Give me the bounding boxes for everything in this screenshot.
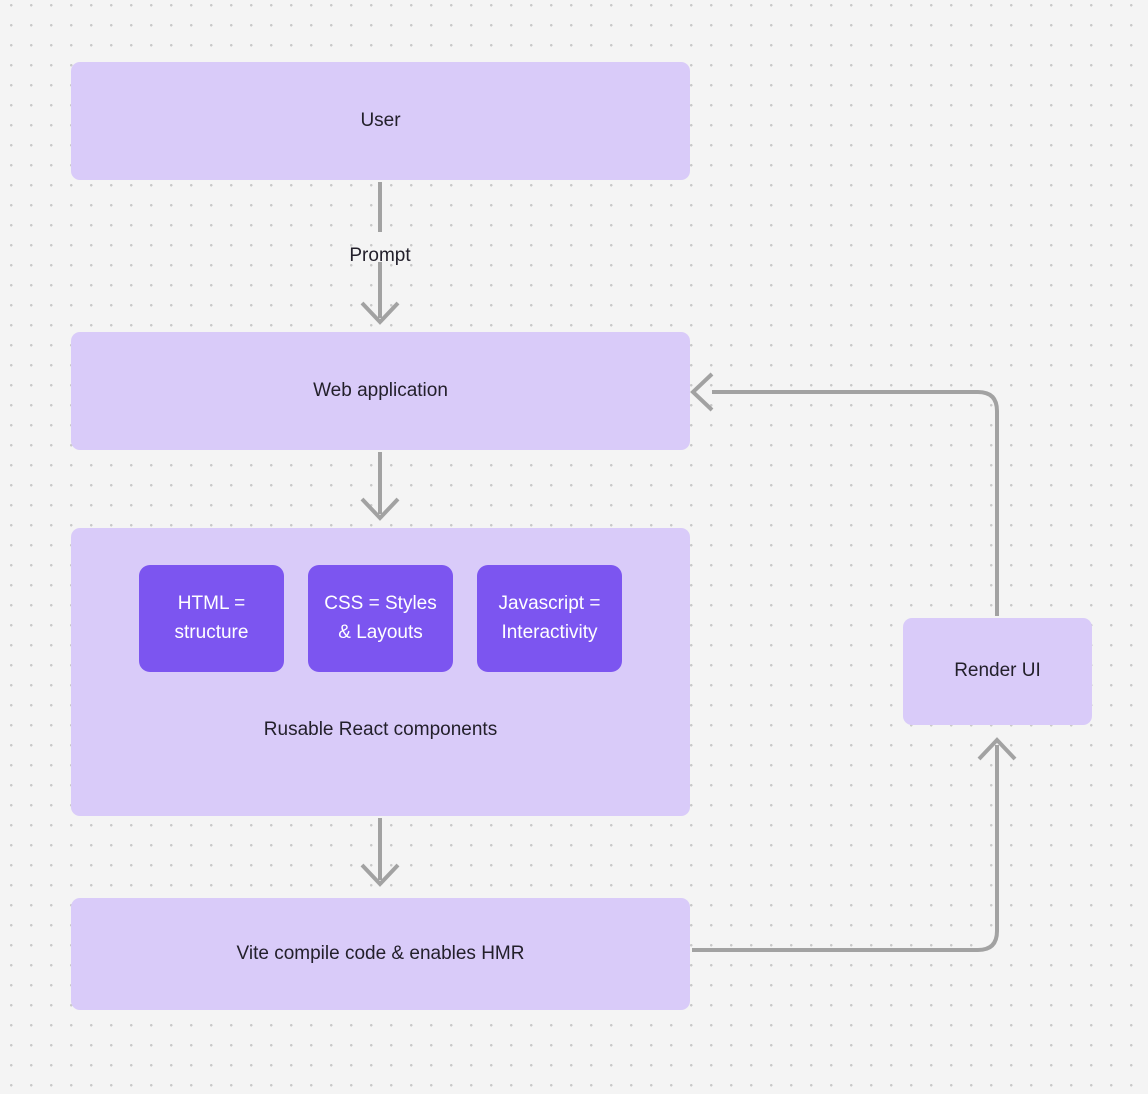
- edge-render-to-webapp: [690, 372, 999, 616]
- node-react-components-caption: Rusable React components: [263, 719, 498, 740]
- chip-javascript-line2: Interactivity: [501, 621, 598, 643]
- node-vite[interactable]: Vite compile code & enables HMR: [71, 898, 690, 1010]
- node-user[interactable]: User: [71, 62, 690, 180]
- chip-html[interactable]: HTML = structure: [139, 565, 284, 672]
- chip-javascript-line1: Javascript =: [498, 593, 601, 614]
- chip-html-line2: structure: [174, 621, 249, 643]
- chip-javascript[interactable]: Javascript = Interactivity: [477, 565, 622, 672]
- node-web-application-label: Web application: [313, 379, 448, 401]
- chip-css[interactable]: CSS = Styles & Layouts: [308, 565, 453, 672]
- node-render-ui[interactable]: Render UI: [903, 618, 1092, 725]
- node-web-application[interactable]: Web application: [71, 332, 690, 450]
- edge-vite-to-render: [692, 737, 1017, 952]
- edge-label-prompt: Prompt: [349, 245, 411, 266]
- chip-css-line1: CSS = Styles: [324, 593, 437, 614]
- edge-group-to-vite: [360, 818, 400, 887]
- node-react-components-group[interactable]: HTML = structure CSS = Styles & Layouts Ja…: [71, 528, 690, 816]
- node-vite-label: Vite compile code & enables HMR: [236, 942, 525, 964]
- chip-javascript-text: Javascript = Interactivity: [499, 590, 601, 647]
- edge-webapp-to-group: [360, 452, 400, 521]
- chip-row: HTML = structure CSS = Styles & Layouts Ja…: [71, 565, 690, 672]
- chip-html-text: HTML = structure: [175, 590, 249, 647]
- chip-css-text: CSS = Styles & Layouts: [324, 590, 436, 647]
- node-user-label: User: [360, 109, 401, 131]
- chip-css-line2: & Layouts: [338, 621, 423, 643]
- chip-html-line1: HTML =: [177, 593, 246, 614]
- node-render-ui-label: Render UI: [954, 660, 1041, 682]
